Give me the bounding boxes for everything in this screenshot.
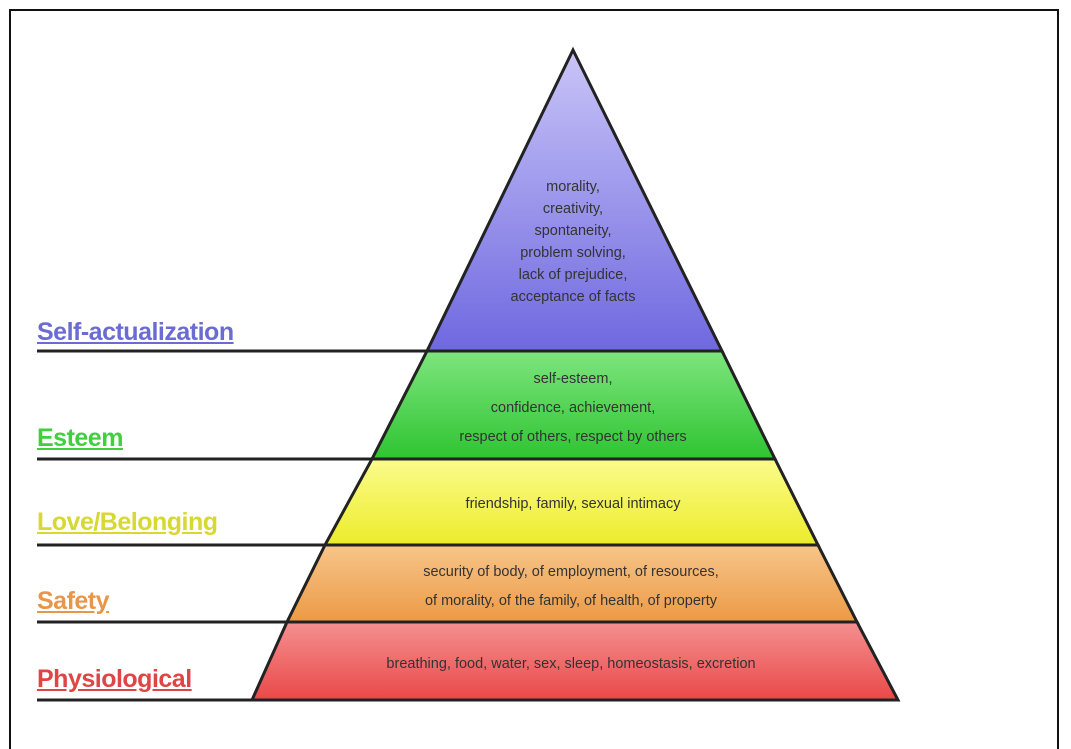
label-love-belonging: Love/Belonging — [37, 508, 218, 536]
needs-love-belonging: friendship, family, sexual intimacy — [466, 496, 682, 512]
label-self-actualization: Self-actualization — [37, 318, 234, 346]
diagram-frame — [9, 9, 1059, 749]
needs-line: lack of prejudice, — [519, 267, 628, 283]
needs-line: friendship, family, sexual intimacy — [466, 496, 682, 512]
needs-line: spontaneity, — [534, 223, 611, 239]
needs-physiological: breathing, food, water, sex, sleep, home… — [386, 656, 755, 672]
needs-line: respect of others, respect by others — [459, 429, 686, 445]
needs-line: breathing, food, water, sex, sleep, home… — [386, 656, 755, 672]
label-safety: Safety — [37, 587, 110, 615]
maslow-pyramid: morality, creativity, spontaneity, probl… — [37, 46, 901, 702]
label-esteem: Esteem — [37, 424, 123, 452]
needs-line: of morality, of the family, of health, o… — [425, 593, 718, 609]
needs-safety: security of body, of employment, of reso… — [423, 564, 719, 609]
needs-line: confidence, achievement, — [491, 400, 655, 416]
tier-safety — [284, 543, 860, 624]
needs-line: security of body, of employment, of reso… — [423, 564, 719, 580]
needs-esteem: self-esteem, confidence, achievement, re… — [459, 371, 686, 445]
tier-physiological — [249, 620, 901, 702]
needs-line: creativity, — [543, 201, 603, 217]
label-physiological: Physiological — [37, 665, 192, 693]
needs-self-actualization: morality, creativity, spontaneity, probl… — [511, 179, 636, 305]
needs-line: acceptance of facts — [511, 289, 636, 305]
needs-line: self-esteem, — [534, 371, 613, 387]
needs-line: morality, — [546, 179, 600, 195]
needs-line: problem solving, — [520, 245, 626, 261]
